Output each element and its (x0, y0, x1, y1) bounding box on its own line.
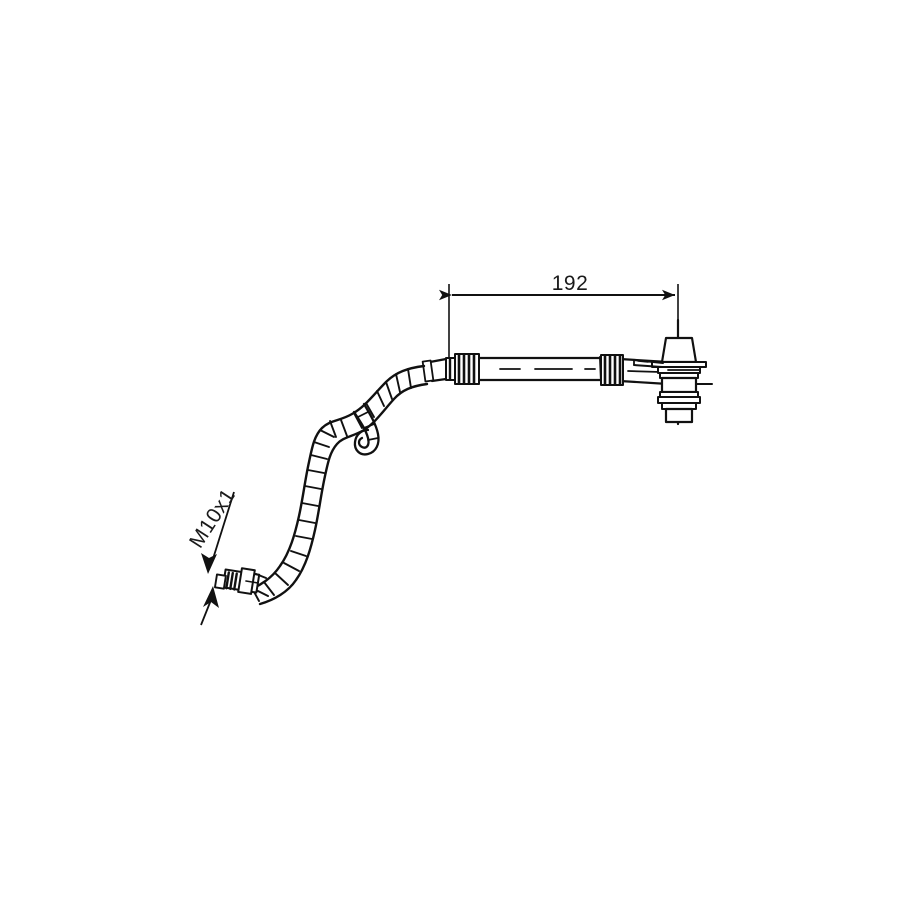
thread-leader-line (211, 491, 235, 563)
fitting-pointer-arrow (200, 586, 219, 626)
right-fitting-banjo (633, 318, 713, 426)
left-fitting-m10x1 (214, 567, 269, 597)
crimp-collar-left (445, 353, 480, 385)
hose-curve-inner (258, 382, 429, 606)
thread-leader-arrowhead (201, 553, 217, 574)
fitting-pointer-arrowhead (203, 586, 219, 608)
hose-hook-stub (352, 402, 380, 456)
hose-assembly (214, 318, 713, 606)
fitting-pointer-line (200, 599, 212, 626)
crimp-collar-right (600, 354, 624, 386)
dimension-value-192: 192 (552, 272, 589, 295)
hose-ferrule-transition (421, 357, 448, 383)
